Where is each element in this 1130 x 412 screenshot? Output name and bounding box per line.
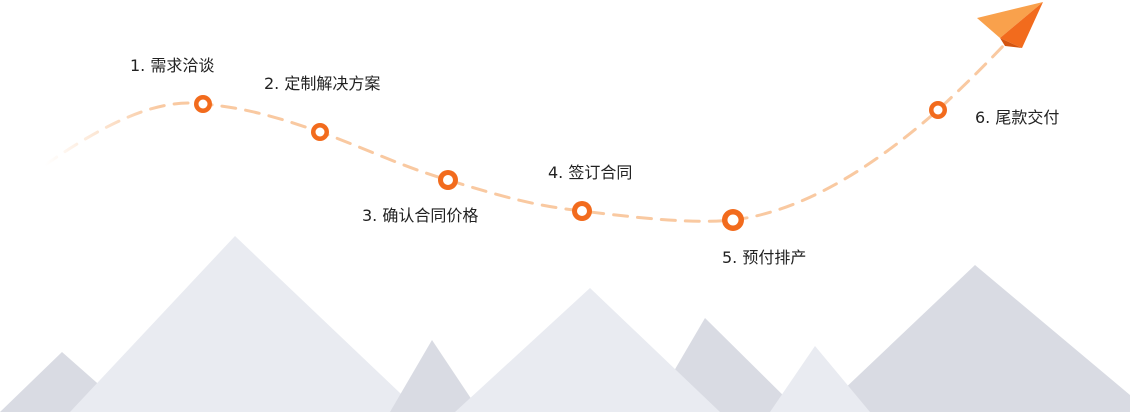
step-marker-5 (722, 209, 744, 231)
mountain-small-right (770, 346, 870, 412)
step-label-6: 6. 尾款交付 (975, 108, 1060, 127)
step-marker-1 (194, 95, 212, 113)
step-label-4: 4. 签订合同 (548, 163, 633, 182)
paper-plane-icon (977, 2, 1043, 48)
step-label-3: 3. 确认合同价格 (362, 206, 479, 225)
step-markers (194, 95, 947, 231)
mountain-left-big (70, 236, 420, 412)
step-marker-6 (929, 101, 947, 119)
step-marker-2 (311, 123, 329, 141)
step-label-2: 2. 定制解决方案 (264, 74, 381, 93)
mountains (0, 236, 1130, 412)
mountain-center (455, 288, 720, 412)
step-marker-3 (438, 170, 458, 190)
mountain-mid-small (390, 340, 480, 412)
step-label-1: 1. 需求洽谈 (130, 56, 215, 75)
step-marker-4 (572, 201, 592, 221)
step-label-5: 5. 预付排产 (722, 248, 807, 267)
mountain-back-right (820, 265, 1130, 412)
